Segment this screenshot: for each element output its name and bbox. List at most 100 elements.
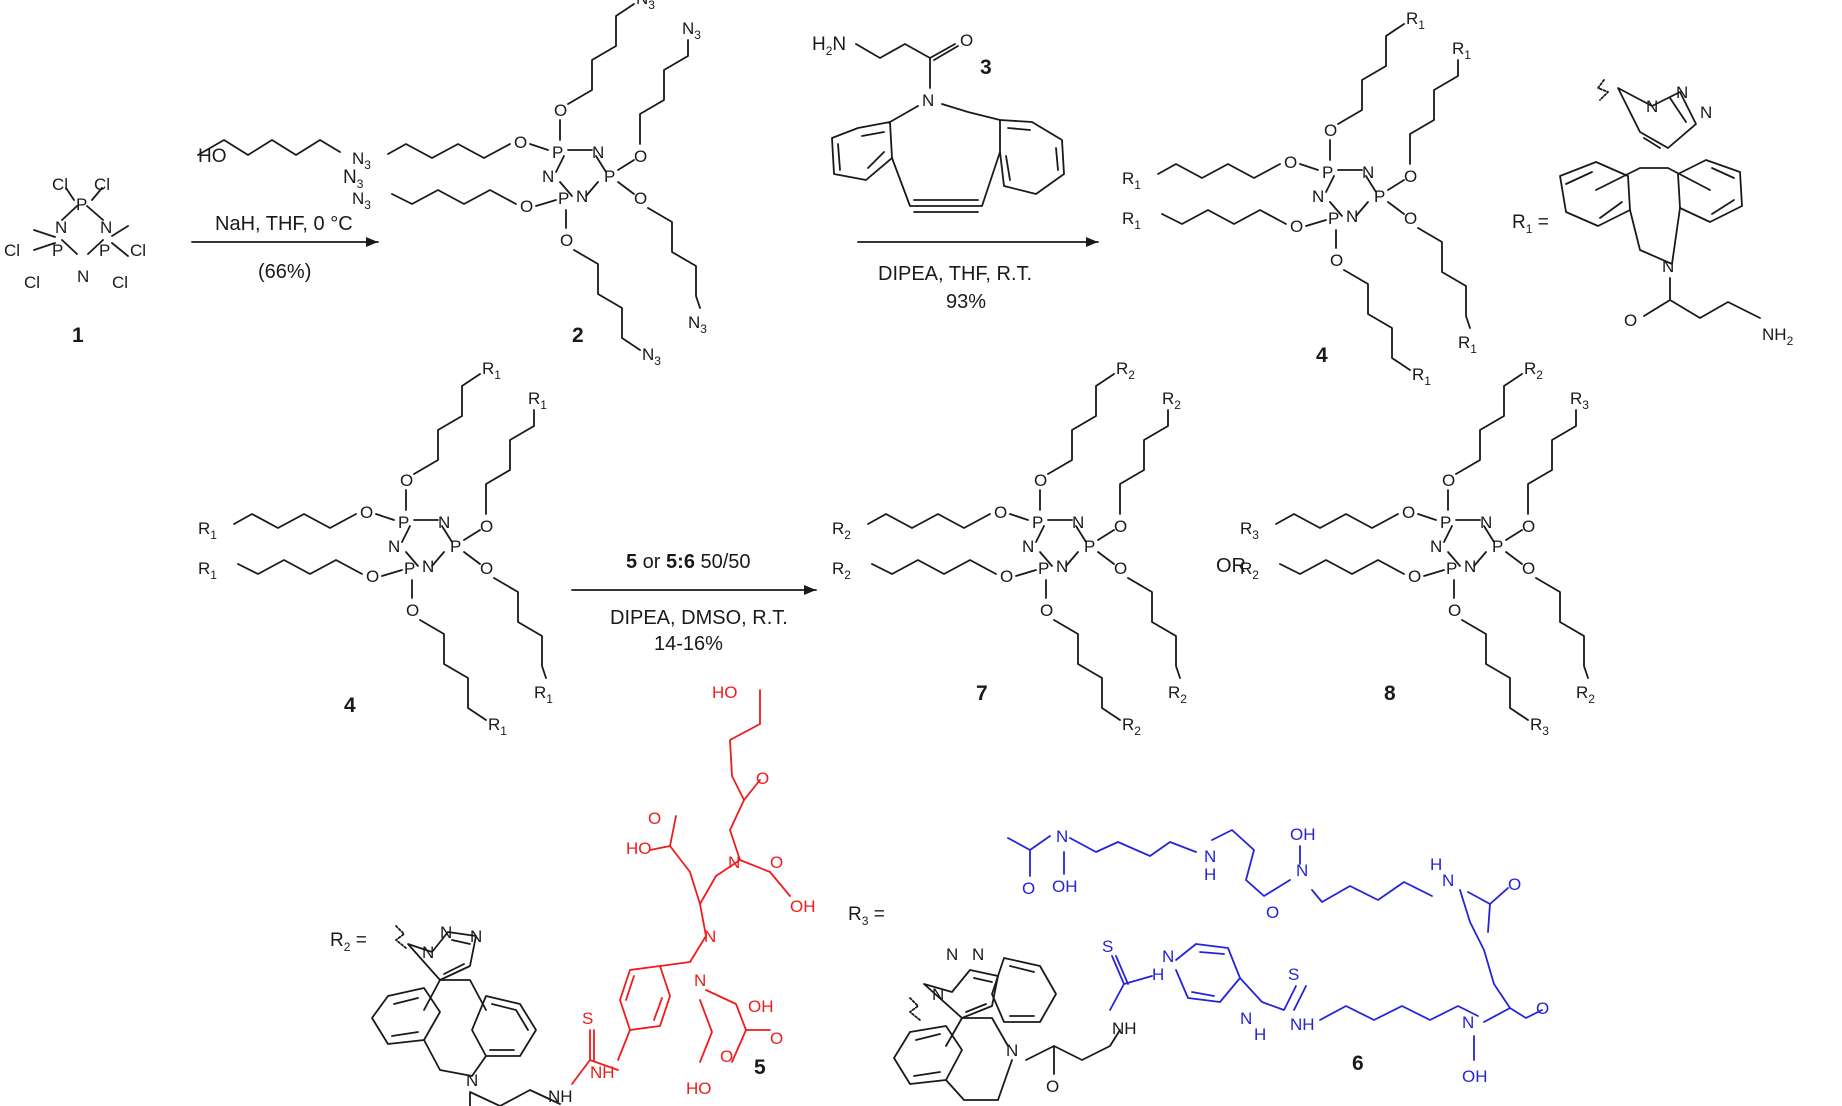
bond <box>1325 169 1377 217</box>
atom-label: P <box>1084 537 1095 556</box>
bond <box>375 513 395 521</box>
atom-n: N <box>694 971 706 990</box>
bond <box>1409 59 1459 165</box>
bond <box>485 409 535 515</box>
atom-h: H <box>1152 965 1164 984</box>
atom-oh: OH <box>1052 877 1078 896</box>
atom-cl: Cl <box>130 241 146 260</box>
amine-h2n: H2N <box>812 34 846 58</box>
atom-label: O <box>1284 153 1297 172</box>
atom-n: N <box>1462 1013 1474 1032</box>
atom-s: S <box>1288 965 1299 984</box>
bond <box>1535 577 1589 679</box>
atom-label: O <box>1330 251 1343 270</box>
bond <box>1455 373 1523 475</box>
atom-nh: NH <box>1112 1019 1137 1038</box>
compound-number-4b: 4 <box>344 694 356 717</box>
reagent-azide: N3 <box>343 167 364 191</box>
atom-o: O <box>770 853 783 872</box>
atom-label: N3 <box>352 149 371 172</box>
atom-h: H <box>1430 855 1442 874</box>
atom-label: O <box>406 601 419 620</box>
atom-o: O <box>1046 1077 1059 1096</box>
atom-label: R3 <box>1530 715 1549 738</box>
atom-n: N <box>972 945 984 964</box>
bond <box>1337 23 1405 125</box>
atom-n: N <box>1662 257 1674 276</box>
atom-p: P <box>76 195 87 214</box>
atom-o: O <box>1508 875 1521 894</box>
bond <box>555 149 607 197</box>
atom-cl: Cl <box>112 273 128 292</box>
bond <box>1097 529 1115 541</box>
atom-label: N3 <box>636 0 655 12</box>
atom-oh: HO <box>626 839 652 858</box>
atom-n: N <box>1240 1009 1252 1028</box>
compound-number-2: 2 <box>572 324 584 347</box>
r1-definition: R1 = N N N N O NH2 <box>1512 79 1794 348</box>
atom-label: N <box>388 537 400 556</box>
atom-label: O <box>1404 209 1417 228</box>
atom-label: O <box>634 147 647 166</box>
atom-label: N <box>1362 163 1374 182</box>
r3-definition: R3 = N N N N O NH S H N N H S NH N OH O <box>848 825 1549 1101</box>
atom-cl: Cl <box>94 175 110 194</box>
reaction-arrow-1: HO N3 NaH, THF, 0 °C (66%) <box>191 139 379 283</box>
bond <box>1035 519 1087 567</box>
bond <box>1387 201 1405 215</box>
atom-o: O <box>756 769 769 788</box>
atom-label: O <box>1290 217 1303 236</box>
atom-n: N <box>1162 947 1174 966</box>
bond <box>1305 219 1327 227</box>
reaction-arrow-3: 5 or 5:6 50/50 DIPEA, DMSO, R.T. 14-16% <box>571 551 817 655</box>
bond <box>1461 619 1529 721</box>
bond <box>1279 559 1405 575</box>
atom-label: R1 <box>1458 333 1477 356</box>
r1-label: R1 = <box>1512 212 1549 236</box>
atom-label: P <box>1446 559 1457 578</box>
atom-label: O <box>994 503 1007 522</box>
atom-n: N <box>1646 97 1658 116</box>
atom-label: O <box>400 471 413 490</box>
atom-oh: OH <box>790 897 816 916</box>
bond <box>1053 619 1121 721</box>
atom-label: P <box>1440 513 1451 532</box>
atom-label: N3 <box>688 313 707 336</box>
atom-n: N <box>1006 1041 1018 1060</box>
step3-reagents: 5 or 5:6 50/50 <box>626 551 751 573</box>
atom-label: O <box>1040 601 1053 620</box>
atom-label: R1 <box>1122 169 1141 192</box>
atom-n: N <box>704 927 716 946</box>
atom-label: O <box>560 231 573 250</box>
atom-n: N <box>1676 83 1688 102</box>
compound-number-6: 6 <box>1352 1052 1364 1075</box>
bond <box>401 519 453 567</box>
compound-number-4: 4 <box>1316 344 1328 367</box>
bond <box>1097 551 1115 565</box>
step2-conditions: DIPEA, THF, R.T. <box>878 263 1032 285</box>
atom-label: R2 <box>1168 683 1187 706</box>
atom-n: N <box>1204 847 1216 866</box>
atom-label: R1 <box>1122 209 1141 232</box>
atom-label: N <box>438 513 450 532</box>
step2-yield: 93% <box>946 291 986 313</box>
atom-label: O <box>1522 517 1535 536</box>
atom-n: N <box>77 267 89 286</box>
bond <box>573 249 641 351</box>
atom-label: N3 <box>352 189 371 212</box>
bond <box>647 207 701 309</box>
atom-label: N <box>1056 557 1068 576</box>
atom-label: P <box>558 189 569 208</box>
compound-2-structure: PNPNNPOOOOOON3N3N3N3N3N3 <box>352 0 707 368</box>
atom-o: O <box>770 1029 783 1048</box>
atom-o: O <box>648 809 661 828</box>
atom-label: N <box>1072 513 1084 532</box>
or-separator: OR <box>1216 555 1246 577</box>
atom-n: N <box>422 943 434 962</box>
atom-s: S <box>1102 937 1113 956</box>
compound-number-3: 3 <box>980 56 992 79</box>
atom-label: R3 <box>1240 519 1259 542</box>
